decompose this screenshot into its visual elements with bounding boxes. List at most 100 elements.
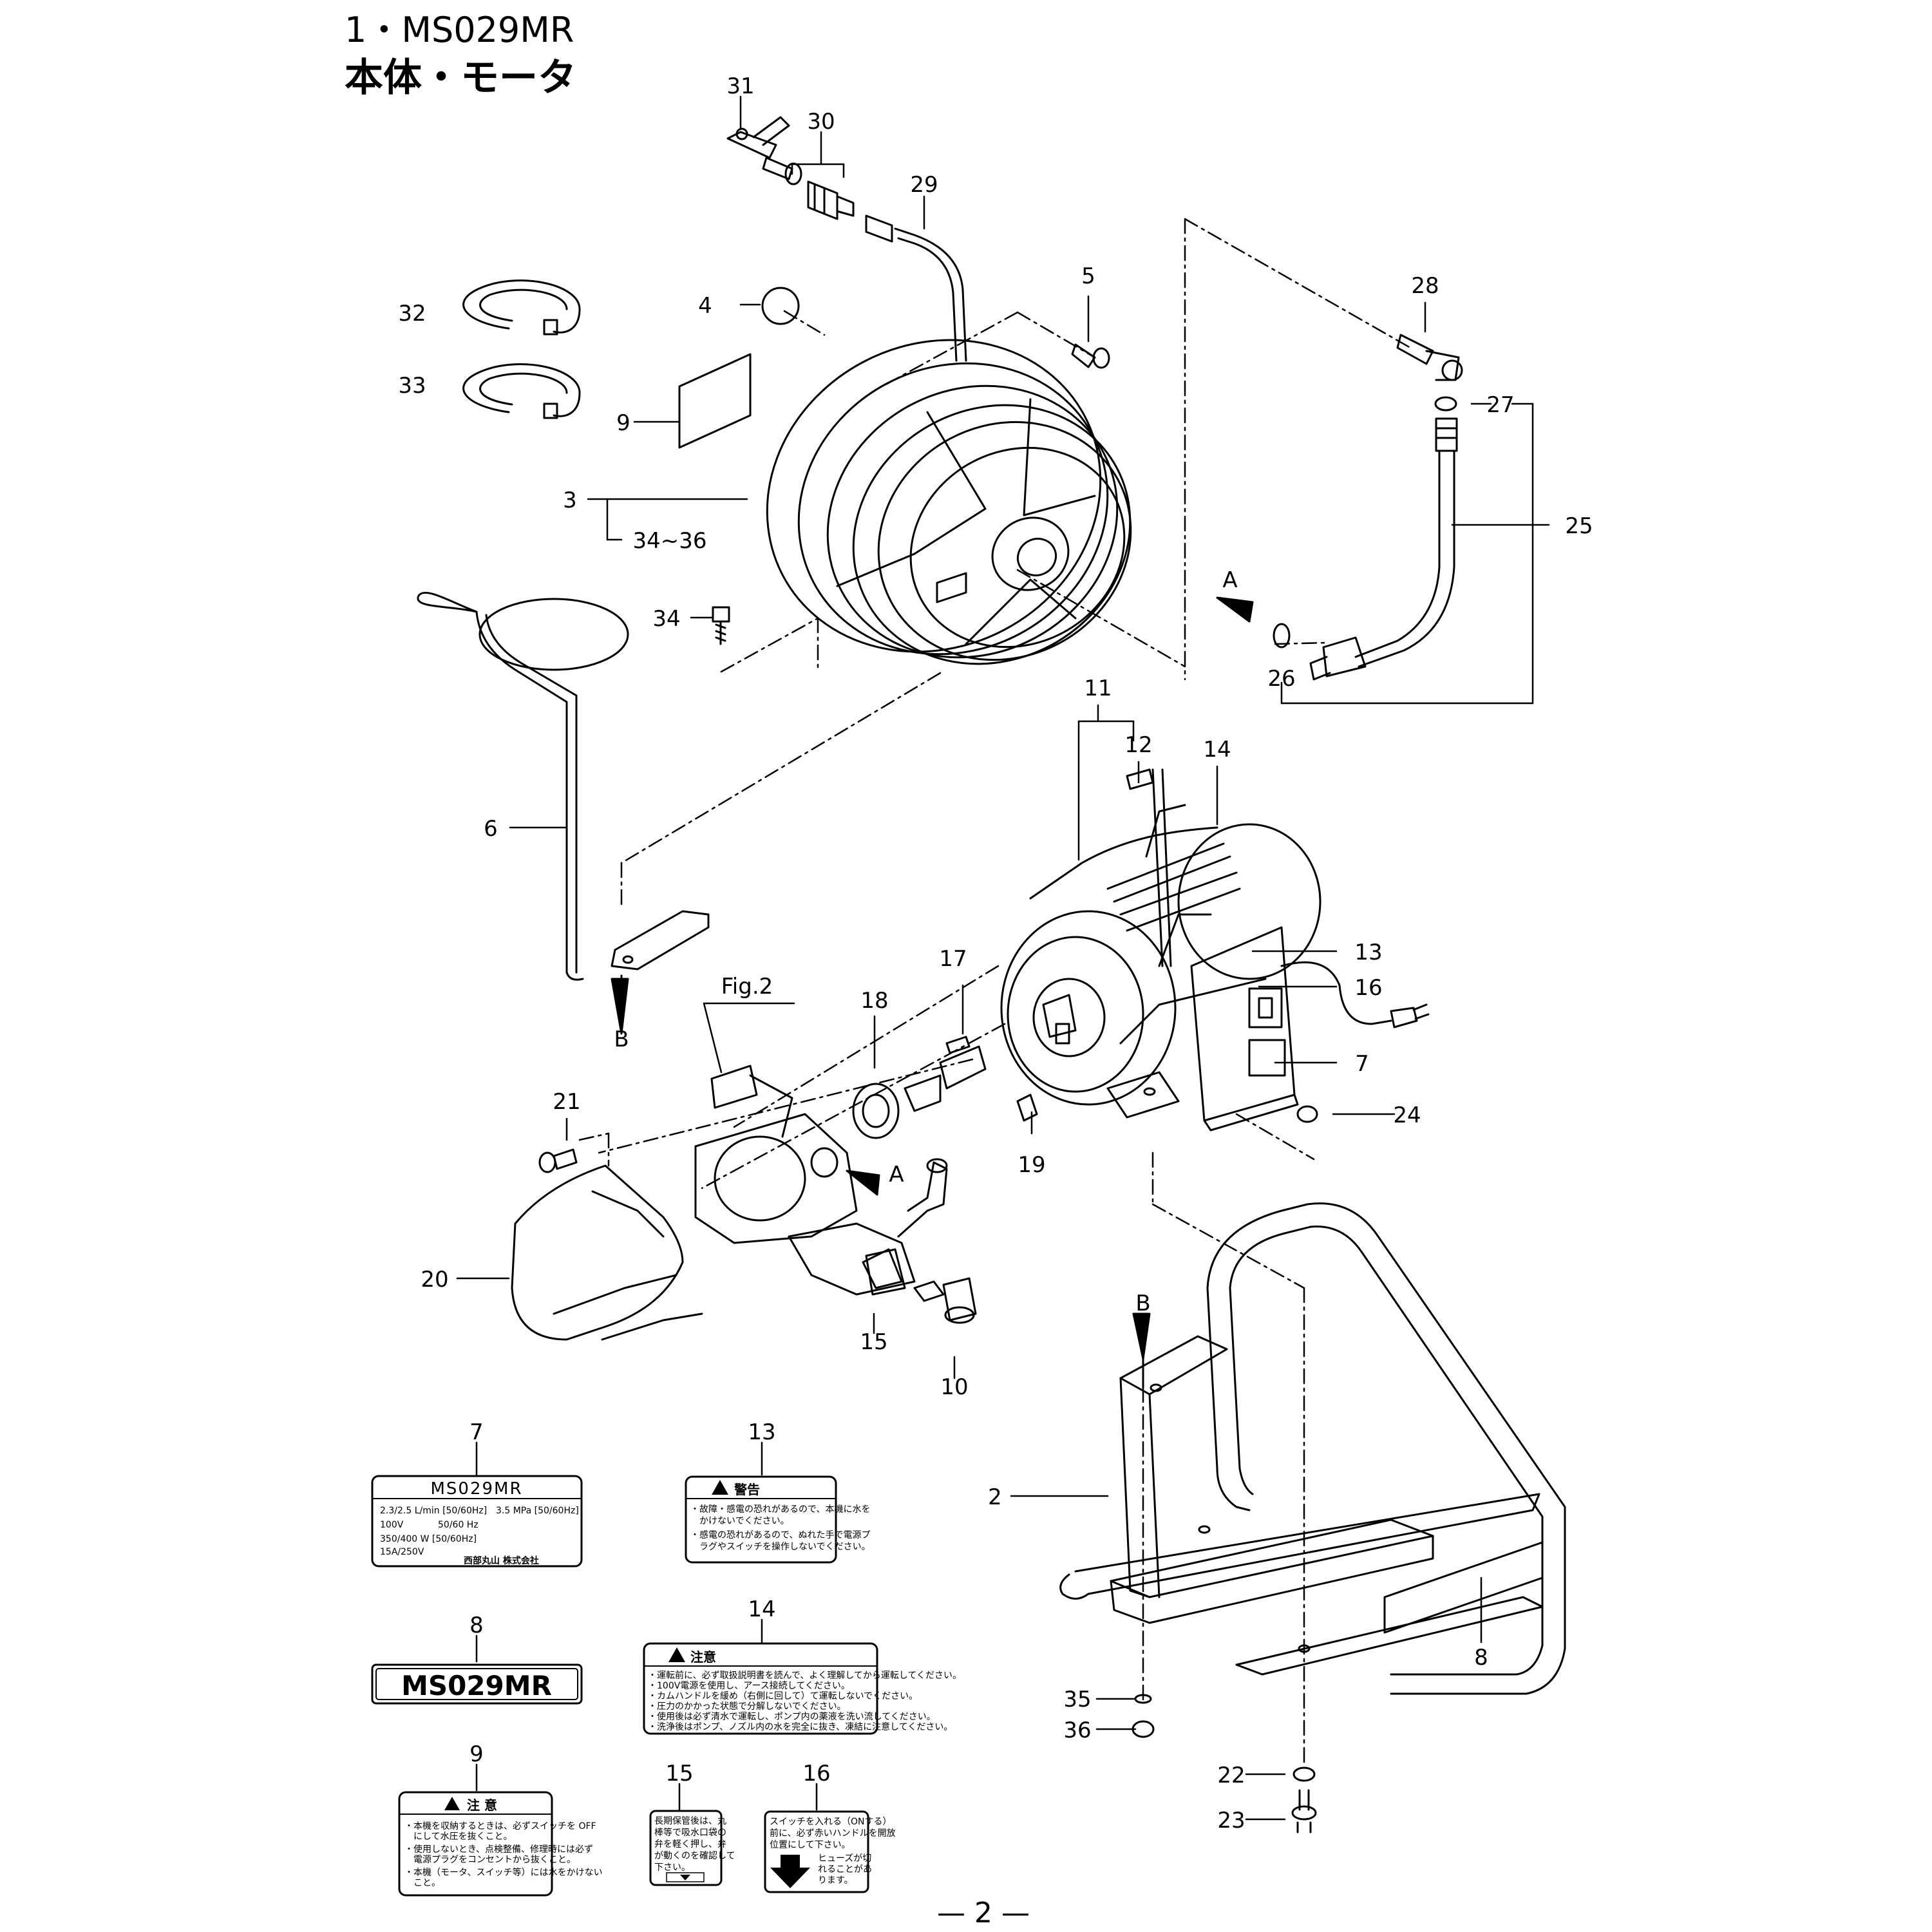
page-number: — 2 — bbox=[937, 1897, 1030, 1929]
callout-34: 34 bbox=[652, 606, 680, 632]
arrow-down-icon bbox=[680, 1875, 690, 1880]
label-7-row-3: 100V bbox=[380, 1520, 404, 1530]
callout-27: 27 bbox=[1486, 392, 1514, 418]
part-30-fittings bbox=[784, 162, 855, 220]
part-2-frame bbox=[1059, 1202, 1566, 1695]
label-13-heading: 警告 bbox=[734, 1482, 760, 1497]
label-7-row-2: 3.5 MPa [50/60Hz] bbox=[496, 1506, 579, 1516]
label-14-caution: 注意 ・運転前に、必ず取扱説明書を読んで、よく理解してから運転してください。 ・… bbox=[643, 1642, 961, 1735]
part-3-hose-reel bbox=[766, 339, 1132, 665]
label-9-line-4: 電源プラグをコンセントから抜くこと。 bbox=[404, 1855, 576, 1865]
callout-20: 20 bbox=[421, 1267, 448, 1293]
callout-36: 36 bbox=[1063, 1718, 1091, 1743]
part-33-ring bbox=[462, 363, 581, 419]
label-13-line-1: ・故障・感電の恐れがあるので、本機に水を bbox=[690, 1504, 870, 1515]
callout-13: 13 bbox=[1354, 940, 1382, 965]
part-21-screw bbox=[538, 1148, 578, 1173]
label-15-line-4: が動くのを確認して bbox=[654, 1851, 735, 1861]
part-20-pump-cover bbox=[511, 1164, 703, 1341]
label-9-heading: 注 意 bbox=[467, 1797, 497, 1813]
callout-5: 5 bbox=[1081, 263, 1095, 289]
label-16-switch-notice: スイッチを入れる（ONする） 前に、必ず赤いハンドルを開放 位置にして下さい。 … bbox=[764, 1810, 896, 1893]
label-15-line-3: 弁を軽く押し、弁 bbox=[654, 1839, 726, 1850]
callout-8: 8 bbox=[1474, 1645, 1488, 1671]
label-callout-16: 16 bbox=[802, 1761, 830, 1786]
label-7-row-5: 350/400 W [50/60Hz] bbox=[380, 1534, 477, 1544]
label-7-row-4: 50/60 Hz bbox=[438, 1520, 478, 1530]
arrow-a-upper bbox=[1216, 596, 1254, 623]
label-7-model: MS029MR bbox=[430, 1479, 522, 1499]
label-15-storage-notice: 長期保管後は、丸 棒等で吸水口袋の 弁を軽く押し、弁 が動くのを確認して 下さい… bbox=[649, 1810, 735, 1886]
callout-32: 32 bbox=[398, 301, 426, 327]
label-8-text: MS029MR bbox=[401, 1670, 552, 1701]
label-callout-7: 7 bbox=[469, 1419, 484, 1445]
callout-12: 12 bbox=[1124, 732, 1152, 758]
label-9-line-3: ・使用しないとき、点検整備、修理時には必ず bbox=[404, 1844, 593, 1855]
arrow-a-lower bbox=[846, 1170, 880, 1196]
label-7-maker: 西部丸山 株式会社 bbox=[464, 1555, 539, 1566]
part-34-bolt bbox=[712, 606, 730, 645]
callout-15: 15 bbox=[860, 1329, 887, 1355]
part-24-nut bbox=[1296, 1105, 1318, 1123]
part-5-screw bbox=[1071, 343, 1110, 369]
warning-triangle-icon bbox=[668, 1647, 685, 1662]
label-16-line-4: ヒューズが切 bbox=[818, 1853, 871, 1864]
callout-22: 22 bbox=[1217, 1763, 1245, 1788]
label-16-line-3: 位置にして下さい。 bbox=[770, 1840, 851, 1850]
callout-10: 10 bbox=[940, 1374, 968, 1400]
callout-23: 23 bbox=[1217, 1808, 1245, 1833]
callout-a-upper: A bbox=[1222, 567, 1237, 593]
callout-b-lower: B bbox=[1135, 1291, 1150, 1316]
callout-28: 28 bbox=[1411, 273, 1439, 299]
callout-a-lower: A bbox=[889, 1162, 904, 1188]
label-14-heading: 注意 bbox=[690, 1649, 716, 1665]
label-16-line-5: れることがあ bbox=[818, 1864, 872, 1875]
part-4-ball-knob bbox=[761, 287, 800, 325]
label-16-line-2: 前に、必ず赤いハンドルを開放 bbox=[770, 1828, 896, 1839]
label-7-nameplate: MS029MR 2.3/2.5 L/min [50/60Hz] 3.5 MPa … bbox=[371, 1475, 583, 1567]
label-7-row-1: 2.3/2.5 L/min [50/60Hz] bbox=[380, 1506, 487, 1516]
label-9-line-5: ・本機（モータ、スイッチ等）には水をかけない bbox=[404, 1867, 603, 1878]
callout-18: 18 bbox=[860, 988, 888, 1014]
warning-triangle-icon bbox=[444, 1797, 460, 1810]
callout-19: 19 bbox=[1018, 1152, 1045, 1178]
callout-33: 33 bbox=[398, 373, 426, 399]
callout-7: 7 bbox=[1355, 1051, 1369, 1077]
label-15-line-5: 下さい。 bbox=[654, 1862, 690, 1873]
section-title: 本体・モータ bbox=[345, 55, 576, 100]
part-32-ring bbox=[462, 279, 581, 336]
model-title: 1・MS029MR bbox=[345, 10, 574, 50]
label-9-line-6: こと。 bbox=[404, 1878, 440, 1888]
part-26-washer bbox=[1273, 623, 1291, 649]
part-31-ball-valve bbox=[726, 116, 793, 180]
part-28-elbow bbox=[1396, 334, 1463, 381]
label-callout-14: 14 bbox=[748, 1596, 775, 1622]
callout-3: 3 bbox=[563, 488, 577, 513]
callout-16: 16 bbox=[1354, 975, 1382, 1001]
callout-14: 14 bbox=[1203, 737, 1231, 762]
label-13-line-2: かけないでください。 bbox=[690, 1516, 790, 1526]
part-35-spring-washer bbox=[1134, 1694, 1152, 1704]
label-14-line-4: ・圧力のかかった状態で分解しないでください。 bbox=[648, 1701, 846, 1712]
label-9-line-1: ・本機を収納するときは、必ずスイッチを OFF bbox=[404, 1821, 596, 1832]
assembly-dashed-lines bbox=[578, 218, 1412, 1766]
callout-34-36: 34~36 bbox=[632, 528, 706, 554]
callout-31: 31 bbox=[726, 73, 754, 99]
callout-11: 11 bbox=[1084, 676, 1112, 701]
part-10-knob bbox=[913, 1277, 977, 1324]
label-13-warning: 警告 ・故障・感電の恐れがあるので、本機に水を かけないでください。 ・感電の恐… bbox=[685, 1475, 871, 1564]
label-13-line-4: ラグやスイッチを操作しないでください。 bbox=[690, 1542, 871, 1552]
part-11-motor-assembly bbox=[1000, 768, 1430, 1132]
part-36-nut bbox=[1132, 1720, 1155, 1738]
pump-assembly bbox=[694, 1065, 948, 1296]
callout-9: 9 bbox=[616, 410, 630, 436]
callout-24: 24 bbox=[1393, 1103, 1421, 1128]
callout-21: 21 bbox=[553, 1089, 580, 1115]
label-9-caution: 注 意 ・本機を収納するときは、必ずスイッチを OFF にして水圧を抜くこと。 … bbox=[398, 1791, 603, 1897]
part-9-label-sheet bbox=[678, 353, 752, 449]
label-14-line-5: ・使用後は必ず清水で運転し、ポンプ内の薬液を洗い流してください。 bbox=[648, 1711, 936, 1722]
callout-30: 30 bbox=[807, 109, 835, 135]
label-14-line-2: ・100V電源を使用し、アース接続してください。 bbox=[648, 1680, 850, 1691]
label-13-line-3: ・感電の恐れがあるので、ぬれた手で電源プ bbox=[690, 1530, 870, 1540]
arrow-b-upper bbox=[611, 974, 629, 1035]
